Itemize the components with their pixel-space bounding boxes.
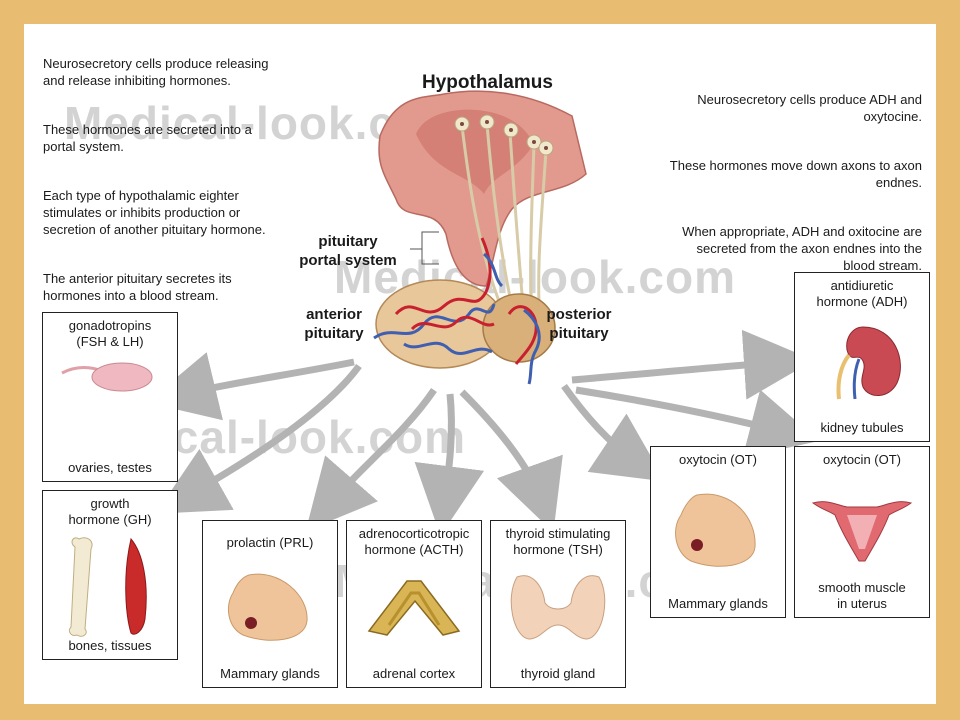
arrow-to-acth — [414, 393, 485, 536]
box-ot-mammary: oxytocin (OT) Mammary glands — [650, 446, 786, 618]
box-tsh: thyroid stimulating hormone (TSH) thyroi… — [490, 520, 626, 688]
target-label: Mammary glands — [220, 666, 320, 681]
arrow-to-growth — [155, 363, 362, 514]
diagram-title: Hypothalamus — [422, 72, 553, 93]
box-prolactin: prolactin (PRL) Mammary glands — [202, 520, 338, 688]
box-acth: adrenocorticotropic hormone (ACTH) adren… — [346, 520, 482, 688]
box-gonadotropins: gonadotropins (FSH & LH) ovaries, testes — [42, 312, 178, 482]
mammary-gland-icon — [227, 573, 308, 641]
posterior-pituitary-label: posterior pituitary — [546, 306, 612, 342]
ovary-icon — [61, 362, 153, 392]
target-label: smooth muscle in uterus — [818, 580, 906, 611]
box-growth-hormone: growth hormone (GH) bones, tissues — [42, 490, 178, 660]
hormone-label: gonadotropins (FSH & LH) — [68, 318, 152, 349]
portal-vessels — [373, 237, 541, 385]
hormone-label: oxytocin (OT) — [822, 452, 901, 467]
hormone-label: adrenocorticotropic hormone (ACTH) — [358, 526, 470, 557]
mammary-gland-icon — [675, 493, 756, 567]
target-label: Mammary glands — [668, 596, 768, 611]
pituitary-illustration — [146, 90, 820, 536]
right-note-1: Neurosecretory cells produce ADH and oxy… — [697, 92, 922, 124]
right-notes: Neurosecretory cells produce ADH and oxy… — [662, 74, 922, 306]
diagram-canvas: Medical-look.com Medical-look.com Medica… — [24, 24, 936, 704]
left-notes: Neurosecretory cells produce releasing a… — [43, 38, 283, 336]
arrow-to-adh — [571, 329, 814, 400]
hormone-label: antidiuretic hormone (ADH) — [816, 278, 908, 309]
left-note-1: Neurosecretory cells produce releasing a… — [43, 56, 269, 88]
target-label: ovaries, testes — [68, 460, 152, 475]
arrow-to-tsh — [459, 389, 563, 533]
adrenal-gland-icon — [367, 580, 461, 636]
thyroid-gland-icon — [510, 575, 606, 640]
right-note-2: These hormones move down axons to axon e… — [669, 158, 922, 190]
anterior-pituitary-label: anterior pituitary — [304, 306, 364, 342]
bone-muscle-icon — [68, 537, 147, 637]
right-note-3: When appropriate, ADH and oxitocine are … — [682, 224, 922, 273]
left-note-2: These hormones are secreted into a porta… — [43, 122, 252, 154]
arrow-to-ot-uterus — [575, 386, 820, 458]
hormone-label: prolactin (PRL) — [226, 535, 314, 550]
arrow-to-prolactin — [305, 388, 437, 532]
box-ot-uterus: oxytocin (OT) smooth muscle in uterus — [794, 446, 930, 618]
left-note-3: Each type of hypothalamic eighter stimul… — [43, 188, 266, 237]
uterus-icon — [811, 501, 913, 562]
box-adh: antidiuretic hormone (ADH) kidney tubule… — [794, 272, 930, 442]
portal-system-leader — [410, 231, 439, 265]
target-label: bones, tissues — [68, 638, 152, 653]
target-label: adrenal cortex — [372, 666, 456, 681]
hormone-label: oxytocin (OT) — [678, 452, 757, 467]
kidney-icon — [836, 326, 901, 400]
hormone-arrows — [146, 329, 820, 536]
target-label: kidney tubules — [820, 420, 904, 435]
portal-system-label: pituitary portal system — [299, 233, 397, 269]
hormone-label: thyroid stimulating hormone (TSH) — [505, 526, 611, 557]
target-label: thyroid gland — [520, 666, 596, 681]
arrow-to-ot-mammary — [561, 383, 666, 482]
left-note-4: The anterior pituitary secretes its horm… — [43, 271, 232, 303]
hormone-label: growth hormone (GH) — [68, 496, 152, 527]
arrow-to-gonadotropins — [146, 352, 355, 421]
